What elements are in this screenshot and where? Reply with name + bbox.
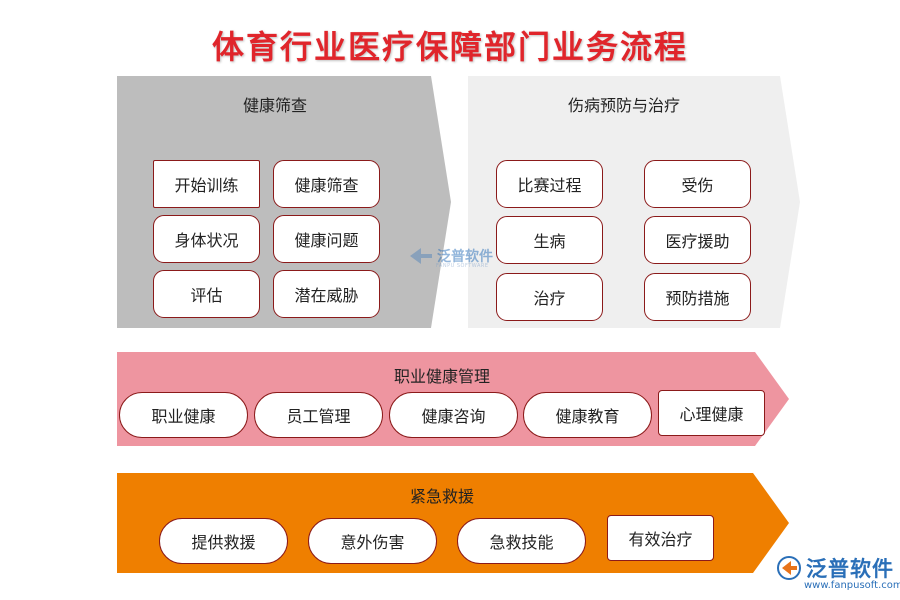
step-treatment: 治疗 <box>496 273 603 321</box>
step-illness: 生病 <box>496 216 603 264</box>
step-potential-threats: 潜在威胁 <box>273 270 380 318</box>
step-health-screening: 健康筛查 <box>273 160 380 208</box>
step-health-consultation: 健康咨询 <box>389 392 518 438</box>
health-screening-label: 健康筛查 <box>242 96 307 115</box>
brand-url: www.fanpusoft.com <box>804 580 900 591</box>
step-assessment: 评估 <box>153 270 260 318</box>
step-start-training: 开始训练 <box>153 160 260 208</box>
emergency-rescue-label: 紧急救援 <box>409 487 474 506</box>
step-physical-condition: 身体状况 <box>153 215 260 263</box>
watermark-sub: FANPU SOFTWARE <box>436 263 489 269</box>
step-first-aid-skills: 急救技能 <box>457 518 586 564</box>
page-title: 体育行业医疗保障部门业务流程 <box>211 28 688 66</box>
fanpu-logo-icon <box>777 556 801 580</box>
fanpu-watermark-icon <box>410 248 432 264</box>
step-medical-aid: 医疗援助 <box>644 216 751 264</box>
watermark-name: 泛普软件 <box>437 249 493 265</box>
step-occupational-health: 职业健康 <box>119 392 248 438</box>
step-health-education: 健康教育 <box>523 392 652 438</box>
step-effective-treatment: 有效治疗 <box>607 515 714 561</box>
injury-prevention-band: 伤病预防与治疗 <box>468 76 802 328</box>
brand-logo: 泛普软件 <box>776 553 894 583</box>
step-match-process: 比赛过程 <box>496 160 603 208</box>
watermark: 泛普软件 FANPU SOFTWARE <box>408 245 493 269</box>
step-accidental-injury: 意外伤害 <box>308 518 437 564</box>
step-injury: 受伤 <box>644 160 751 208</box>
step-staff-management: 员工管理 <box>254 392 383 438</box>
step-provide-rescue: 提供救援 <box>159 518 288 564</box>
brand-name: 泛普软件 <box>806 557 894 581</box>
step-mental-health: 心理健康 <box>658 390 765 436</box>
injury-prevention-label: 伤病预防与治疗 <box>567 96 680 115</box>
step-health-problems: 健康问题 <box>273 215 380 263</box>
occupational-health-label: 职业健康管理 <box>393 367 490 386</box>
injury-prevention-arrow-shape <box>468 76 800 328</box>
step-preventive-measures: 预防措施 <box>644 273 751 321</box>
